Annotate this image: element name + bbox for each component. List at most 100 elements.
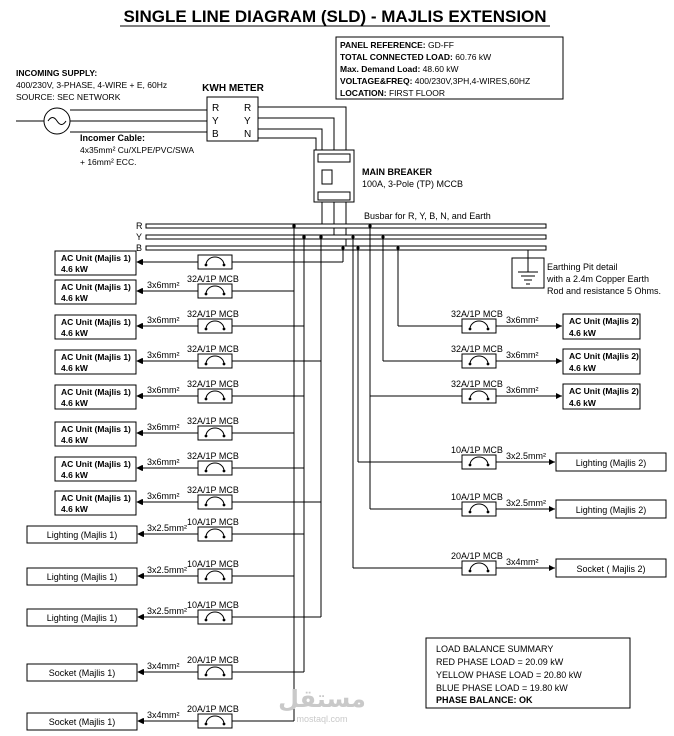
- main-breaker-desc: 100A, 3-Pole (TP) MCCB: [362, 179, 463, 189]
- mcb-breaker-icon: [197, 568, 233, 584]
- mcb-rating: 10A/1P MCB: [451, 492, 503, 502]
- watermark-latin: mostaql.com: [296, 714, 347, 724]
- cable-size: 3x6mm²: [147, 457, 180, 467]
- busbar-r: [145, 223, 547, 229]
- load-box: [555, 558, 667, 578]
- mcb-breaker-icon: [197, 388, 233, 404]
- summary-red: RED PHASE LOAD = 20.09 kW: [436, 657, 564, 667]
- cable-line1: 4x35mm² Cu/XLPE/PVC/SWA: [80, 145, 194, 155]
- meter-term: N: [244, 129, 251, 140]
- cable-size: 3x4mm²: [506, 557, 539, 567]
- page-title: SINGLE LINE DIAGRAM (SLD) - MAJLIS EXTEN…: [123, 7, 546, 26]
- mcb-rating: 32A/1P MCB: [451, 309, 503, 319]
- panel-info-label: TOTAL CONNECTED LOAD:: [340, 52, 453, 62]
- cable-size: 3x6mm²: [147, 315, 180, 325]
- load-box: [562, 383, 641, 410]
- load-box: [54, 314, 137, 340]
- load-box: [54, 349, 137, 375]
- load-box: [26, 608, 138, 627]
- load-rating: 4.6 kW: [569, 398, 597, 408]
- load-name: AC Unit (Majlis 1): [61, 459, 131, 469]
- cable-heading: Incomer Cable:: [80, 133, 145, 143]
- cable-size: 3x6mm²: [147, 422, 180, 432]
- mcb-rating: 32A/1P MCB: [451, 344, 503, 354]
- load-box: [54, 421, 137, 447]
- load-name: Lighting (Majlis 1): [47, 530, 118, 540]
- summary-balance: PHASE BALANCE: OK: [436, 695, 533, 705]
- panel-info-value: FIRST FLOOR: [389, 88, 445, 98]
- load-name: AC Unit (Majlis 2): [569, 316, 639, 326]
- arrow-icon: [137, 499, 143, 505]
- panel-info-value: GD-FF: [428, 40, 454, 50]
- load-name: Socket ( Majlis 2): [576, 564, 645, 574]
- arrow-icon: [549, 506, 555, 512]
- load-box: [54, 384, 137, 410]
- mcb-breaker-icon: [461, 318, 497, 334]
- load-name: Lighting (Majlis 1): [47, 613, 118, 623]
- cable-size: 3x6mm²: [506, 385, 539, 395]
- load-summary-box: [425, 637, 631, 709]
- summary-heading: LOAD BALANCE SUMMARY: [436, 644, 553, 654]
- main-breaker-heading: MAIN BREAKER: [362, 167, 433, 177]
- cable-size: 3x4mm²: [147, 710, 180, 720]
- svg-text:VOLTAGE&FREQ: 400/230V,3PH,4-W: VOLTAGE&FREQ: 400/230V,3PH,4-WIRES,60HZ: [340, 76, 530, 86]
- arrow-icon: [137, 393, 143, 399]
- arrow-icon: [138, 531, 144, 537]
- load-rating: 4.6 kW: [61, 293, 89, 303]
- cable-size: 3x4mm²: [147, 661, 180, 671]
- cable-size: 3x2.5mm²: [147, 606, 187, 616]
- mcb-rating: 20A/1P MCB: [187, 704, 239, 714]
- load-name: Socket (Majlis 1): [49, 717, 116, 727]
- summary-blue: BLUE PHASE LOAD = 19.80 kW: [436, 683, 568, 693]
- mcb-rating: 10A/1P MCB: [187, 559, 239, 569]
- load-rating: 4.6 kW: [61, 264, 89, 274]
- meter-to-breaker-lines: [258, 106, 347, 150]
- mcb-breaker-icon: [197, 713, 233, 729]
- cable-size: 3x6mm²: [147, 385, 180, 395]
- breaker-top-terminals: [317, 153, 351, 163]
- load-rating: 4.6 kW: [61, 504, 89, 514]
- arrow-icon: [549, 459, 555, 465]
- kwh-meter-box: [206, 96, 259, 142]
- load-name: AC Unit (Majlis 1): [61, 387, 131, 397]
- mcb-rating: 10A/1P MCB: [187, 517, 239, 527]
- main-breaker-box: [313, 149, 355, 203]
- right-circuit: Lighting (Majlis 2) 10A/1P MCB 3x2.5mm²: [368, 224, 667, 519]
- panel-info-label: LOCATION:: [340, 88, 387, 98]
- mcb-rating: 20A/1P MCB: [451, 551, 503, 561]
- mcb-breaker-icon: [197, 664, 233, 680]
- arrow-icon: [549, 565, 555, 571]
- load-name: Lighting (Majlis 2): [576, 458, 647, 468]
- load-name: AC Unit (Majlis 1): [61, 424, 131, 434]
- earthing-pit: [511, 250, 545, 289]
- meter-term: R: [212, 103, 219, 114]
- arrow-icon: [138, 669, 144, 675]
- meter-term: B: [212, 129, 219, 140]
- mcb-breaker-icon: [197, 318, 233, 334]
- mcb-breaker-icon: [197, 353, 233, 369]
- load-name: Lighting (Majlis 2): [576, 505, 647, 515]
- load-box: [54, 490, 137, 516]
- load-rating: 4.6 kW: [61, 328, 89, 338]
- mcb-breaker-icon: [461, 353, 497, 369]
- load-rating: 4.6 kW: [569, 363, 597, 373]
- load-name: AC Unit (Majlis 2): [569, 386, 639, 396]
- cable-size: 3x2.5mm²: [506, 451, 546, 461]
- mcb-rating: 32A/1P MCB: [451, 379, 503, 389]
- arrow-icon: [556, 393, 562, 399]
- panel-info-label: VOLTAGE&FREQ:: [340, 76, 413, 86]
- arrow-icon: [138, 573, 144, 579]
- bus-label-y: Y: [136, 232, 142, 242]
- load-name: AC Unit (Majlis 1): [61, 317, 131, 327]
- meter-terminals: R Y B R Y N: [212, 103, 251, 140]
- cable-size: 3x6mm²: [506, 350, 539, 360]
